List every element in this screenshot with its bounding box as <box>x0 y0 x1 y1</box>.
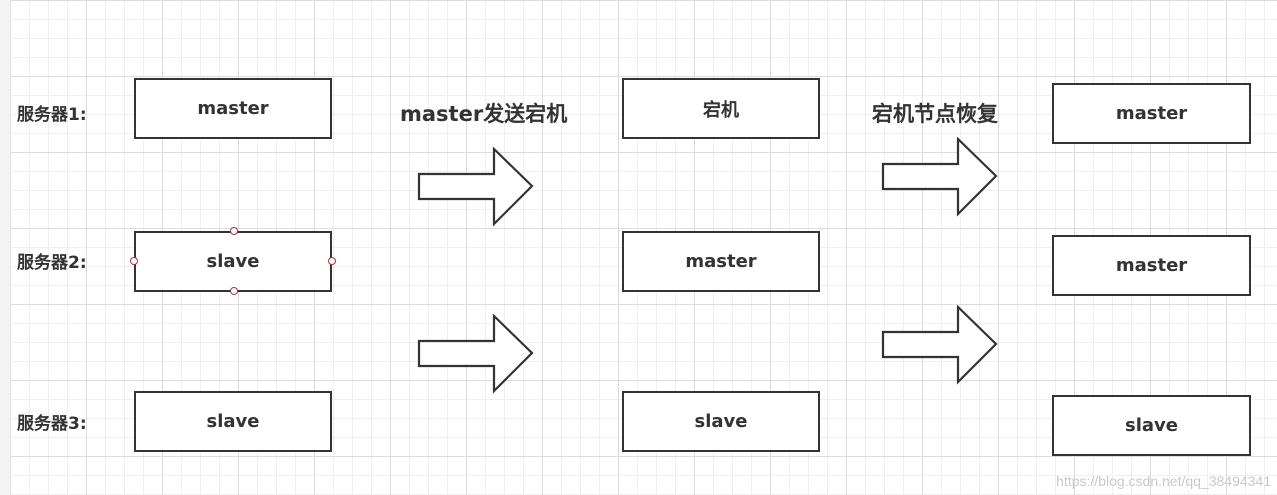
node-col3-server1[interactable]: master <box>1052 83 1251 144</box>
row-label-server-2: 服务器2: <box>17 253 87 273</box>
resize-handle-right[interactable] <box>328 257 336 265</box>
resize-handle-left[interactable] <box>130 257 138 265</box>
node-col3-server3[interactable]: slave <box>1052 395 1251 456</box>
node-col1-server1[interactable]: master <box>134 78 332 139</box>
node-col2-server1[interactable]: 宕机 <box>622 78 820 139</box>
node-col2-server3[interactable]: slave <box>622 391 820 452</box>
node-col2-server2[interactable]: master <box>622 231 820 292</box>
arrow-right-icon[interactable] <box>881 137 999 217</box>
arrow-right-icon[interactable] <box>417 147 535 227</box>
watermark-url: https://blog.csdn.net/qq_38494341 <box>1056 473 1271 489</box>
arrow-right-icon[interactable] <box>881 305 999 385</box>
row-label-server-1: 服务器1: <box>17 105 87 125</box>
node-col1-server3[interactable]: slave <box>134 391 332 452</box>
arrow-right-icon[interactable] <box>417 314 535 394</box>
step-title-node-recovery: 宕机节点恢复 <box>872 102 998 126</box>
node-col1-server2[interactable]: slave <box>134 231 332 292</box>
node-col3-server2[interactable]: master <box>1052 235 1251 296</box>
resize-handle-bottom[interactable] <box>230 287 238 295</box>
canvas-left-margin <box>0 0 11 495</box>
resize-handle-top[interactable] <box>230 227 238 235</box>
row-label-server-3: 服务器3: <box>17 414 87 434</box>
step-title-master-down: master发送宕机 <box>400 102 568 126</box>
